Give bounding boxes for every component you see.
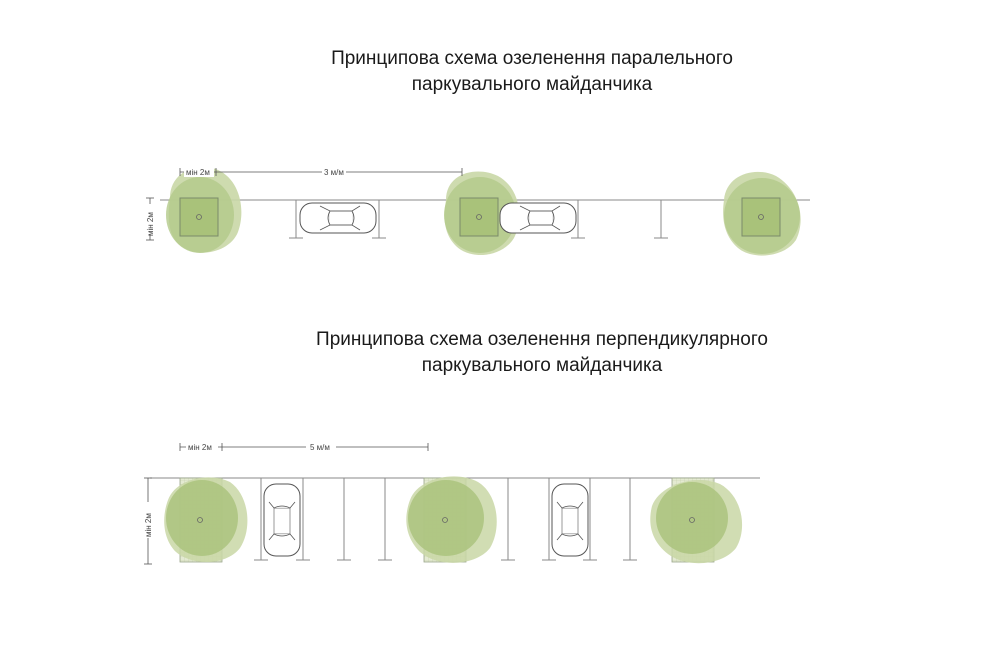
car	[499, 202, 577, 234]
stall-separators	[254, 478, 637, 561]
tree-planting	[650, 477, 743, 564]
tree-planting	[406, 476, 497, 563]
tree-planting	[444, 171, 520, 256]
dim-min-vertical-label: мін 2м	[146, 212, 155, 236]
title-line: Принципова схема озеленення перпендикуля…	[316, 329, 768, 350]
dim-min-vertical-label: мін 2м	[144, 513, 153, 537]
car	[299, 202, 377, 234]
perpendicular-parking-diagram: мін 2м 5 м/м мін 2м	[142, 441, 760, 565]
dim-min-label: мін 2м	[186, 168, 210, 177]
diagram-title-perpendicular: Принципова схема озеленення перпендикуля…	[50, 327, 984, 379]
title-line: Принципова схема озеленення паралельного	[331, 48, 733, 69]
title-line: паркувального майданчика	[411, 74, 653, 95]
tree-planting	[166, 167, 242, 253]
diagram-title-parallel: Принципова схема озеленення паралельного…	[40, 46, 984, 98]
car	[551, 483, 589, 557]
dim-min-label: мін 2м	[188, 443, 212, 452]
tree-planting	[723, 171, 801, 256]
car	[263, 483, 301, 557]
title-line: паркувального майданчика	[421, 355, 663, 376]
dim-spacing-label: 5 м/м	[310, 443, 330, 452]
stall-separators	[289, 200, 668, 239]
dim-spacing-label: 3 м/м	[324, 168, 344, 177]
parallel-parking-diagram: мін 2м 3 м/м мін 2м	[144, 166, 810, 256]
tree-planting	[164, 477, 248, 563]
